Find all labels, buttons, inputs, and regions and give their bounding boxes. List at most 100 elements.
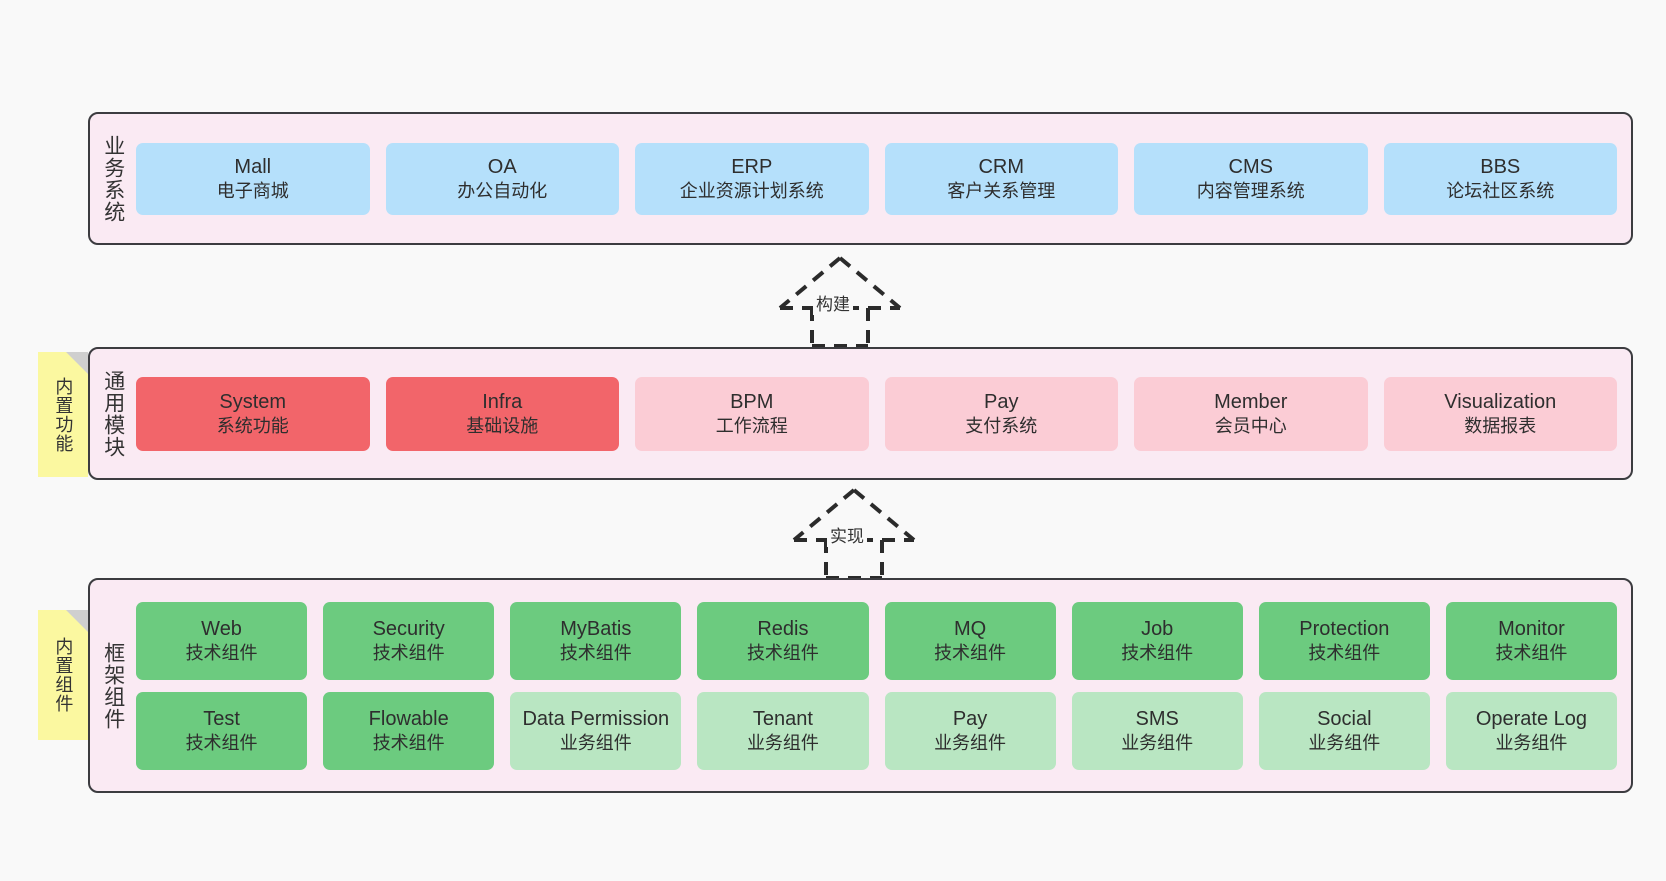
layer-title-business-system: 业务系统 xyxy=(101,134,125,223)
arrow-build: 构建 xyxy=(750,252,930,348)
layer-title-common-modules: 通用模块 xyxy=(101,369,125,458)
node-subtitle: 技术组件 xyxy=(185,732,258,753)
node-title: Tenant xyxy=(752,707,813,730)
node-subtitle: 论坛社区系统 xyxy=(1446,180,1555,201)
node-subtitle: 技术组件 xyxy=(1495,642,1568,663)
node-subtitle: 技术组件 xyxy=(1308,642,1381,663)
node-visualization[interactable]: Visualization 数据报表 xyxy=(1383,376,1617,451)
node-oa[interactable]: OA 办公自动化 xyxy=(385,142,619,215)
node-subtitle: 电子商城 xyxy=(216,180,289,201)
node-subtitle: 技术组件 xyxy=(559,642,632,663)
node-row: Test 技术组件 Flowable 技术组件 Data Permission … xyxy=(136,691,1617,770)
node-subtitle: 基础设施 xyxy=(466,415,539,436)
arrow-build-label: 构建 xyxy=(813,290,853,315)
sticky-note-builtin-features: 内置功能 xyxy=(38,352,88,477)
node-subtitle: 客户关系管理 xyxy=(947,180,1056,201)
node-data-permission[interactable]: Data Permission 业务组件 xyxy=(510,691,682,770)
node-title: Job xyxy=(1141,617,1174,640)
node-title: CMS xyxy=(1228,155,1273,178)
node-title: OA xyxy=(487,155,517,178)
node-title: CRM xyxy=(978,155,1025,178)
folded-corner-icon xyxy=(66,352,88,374)
node-subtitle: 业务组件 xyxy=(1308,732,1381,753)
node-subtitle: 支付系统 xyxy=(965,415,1038,436)
node-subtitle: 技术组件 xyxy=(185,642,258,663)
node-protection[interactable]: Protection 技术组件 xyxy=(1258,601,1430,680)
node-tenant[interactable]: Tenant 业务组件 xyxy=(697,691,869,770)
layer-body-framework-components: Web 技术组件 Security 技术组件 MyBatis 技术组件 Redi… xyxy=(136,580,1631,791)
node-bpm[interactable]: BPM 工作流程 xyxy=(635,376,869,451)
node-cms[interactable]: CMS 内容管理系统 xyxy=(1134,142,1368,215)
node-title: System xyxy=(219,390,287,413)
arrow-implement: 实现 xyxy=(764,484,944,580)
node-subtitle: 数据报表 xyxy=(1464,415,1537,436)
node-subtitle: 工作流程 xyxy=(715,415,788,436)
node-pay-component[interactable]: Pay 业务组件 xyxy=(884,691,1056,770)
node-title: Security xyxy=(372,617,445,640)
layer-framework-components: 框架组件 Web 技术组件 Security 技术组件 MyBatis 技术组件… xyxy=(88,578,1633,793)
node-title: Redis xyxy=(757,617,809,640)
sticky-note-label: 内置功能 xyxy=(53,376,74,453)
node-title: ERP xyxy=(731,155,773,178)
node-redis[interactable]: Redis 技术组件 xyxy=(697,601,869,680)
node-social[interactable]: Social 业务组件 xyxy=(1258,691,1430,770)
node-mq[interactable]: MQ 技术组件 xyxy=(884,601,1056,680)
sticky-note-builtin-components: 内置组件 xyxy=(38,610,88,740)
node-title: MyBatis xyxy=(560,617,632,640)
node-row: Mall 电子商城 OA 办公自动化 ERP 企业资源计划系统 CRM 客户关系… xyxy=(136,142,1617,215)
node-infra[interactable]: Infra 基础设施 xyxy=(385,376,619,451)
layer-business-system: 业务系统 Mall 电子商城 OA 办公自动化 ERP 企业资源计划系统 CRM… xyxy=(88,112,1633,245)
node-member[interactable]: Member 会员中心 xyxy=(1134,376,1368,451)
node-flowable[interactable]: Flowable 技术组件 xyxy=(323,691,495,770)
node-title: BPM xyxy=(730,390,774,413)
node-sms[interactable]: SMS 业务组件 xyxy=(1071,691,1243,770)
node-title: Pay xyxy=(984,390,1019,413)
node-operate-log[interactable]: Operate Log 业务组件 xyxy=(1445,691,1617,770)
layer-body-business-system: Mall 电子商城 OA 办公自动化 ERP 企业资源计划系统 CRM 客户关系… xyxy=(136,114,1631,243)
node-crm[interactable]: CRM 客户关系管理 xyxy=(884,142,1118,215)
node-subtitle: 企业资源计划系统 xyxy=(679,180,824,201)
node-pay-module[interactable]: Pay 支付系统 xyxy=(884,376,1118,451)
node-subtitle: 技术组件 xyxy=(372,642,445,663)
node-subtitle: 业务组件 xyxy=(934,732,1007,753)
node-subtitle: 系统功能 xyxy=(216,415,289,436)
node-bbs[interactable]: BBS 论坛社区系统 xyxy=(1383,142,1617,215)
node-subtitle: 业务组件 xyxy=(1495,732,1568,753)
node-system[interactable]: System 系统功能 xyxy=(136,376,370,451)
node-test[interactable]: Test 技术组件 xyxy=(136,691,308,770)
node-mall[interactable]: Mall 电子商城 xyxy=(136,142,370,215)
node-row: Web 技术组件 Security 技术组件 MyBatis 技术组件 Redi… xyxy=(136,601,1617,680)
node-title: SMS xyxy=(1135,707,1179,730)
folded-corner-icon xyxy=(66,610,88,632)
node-subtitle: 业务组件 xyxy=(1121,732,1194,753)
node-title: Social xyxy=(1317,707,1372,730)
node-title: Web xyxy=(201,617,242,640)
node-subtitle: 技术组件 xyxy=(1121,642,1194,663)
node-job[interactable]: Job 技术组件 xyxy=(1071,601,1243,680)
node-title: Flowable xyxy=(368,707,449,730)
sticky-note-label: 内置组件 xyxy=(53,637,74,713)
node-title: Member xyxy=(1214,390,1288,413)
node-title: Data Permission xyxy=(522,707,670,730)
node-title: BBS xyxy=(1480,155,1521,178)
node-subtitle: 会员中心 xyxy=(1214,415,1287,436)
node-title: Operate Log xyxy=(1475,707,1588,730)
node-subtitle: 内容管理系统 xyxy=(1196,180,1305,201)
node-subtitle: 技术组件 xyxy=(746,642,819,663)
node-erp[interactable]: ERP 企业资源计划系统 xyxy=(635,142,869,215)
arrow-implement-label: 实现 xyxy=(827,522,867,547)
node-title: MQ xyxy=(953,617,987,640)
node-subtitle: 技术组件 xyxy=(934,642,1007,663)
layer-common-modules: 通用模块 System 系统功能 Infra 基础设施 BPM 工作流程 Pay… xyxy=(88,347,1633,480)
node-security[interactable]: Security 技术组件 xyxy=(323,601,495,680)
node-mybatis[interactable]: MyBatis 技术组件 xyxy=(510,601,682,680)
node-title: Protection xyxy=(1299,617,1390,640)
node-title: Visualization xyxy=(1444,390,1557,413)
node-monitor[interactable]: Monitor 技术组件 xyxy=(1445,601,1617,680)
node-subtitle: 技术组件 xyxy=(372,732,445,753)
node-subtitle: 办公自动化 xyxy=(457,180,548,201)
node-web[interactable]: Web 技术组件 xyxy=(136,601,308,680)
node-title: Infra xyxy=(482,390,523,413)
node-subtitle: 业务组件 xyxy=(559,732,632,753)
